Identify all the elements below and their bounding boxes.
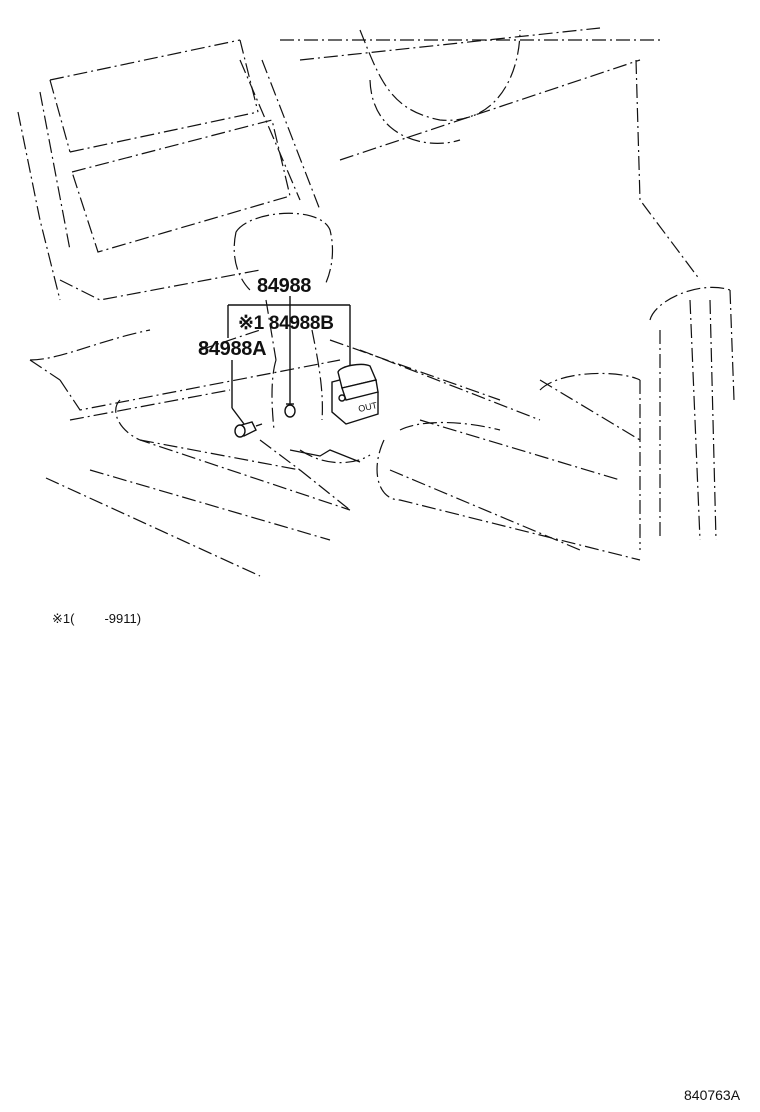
bulb-part [234, 421, 263, 438]
od-switch-part [331, 363, 379, 425]
console-outline [45, 329, 641, 577]
footnote-range: -9911) [104, 611, 142, 626]
footnote-open-paren: ( [70, 611, 75, 626]
armrest-outline [376, 286, 735, 561]
dashboard-outline [17, 27, 701, 381]
footnote: ※1( -9911) [52, 612, 141, 625]
callout-leaders [227, 296, 351, 425]
footnote-mark: ※1 [52, 611, 71, 626]
illustration-code: 840763A [684, 1087, 741, 1103]
callout-main-part-number: 84988 [257, 275, 312, 297]
socket-part [284, 403, 296, 418]
callout-part-number-b: ※1 84988B [238, 313, 334, 334]
shift-lever [233, 212, 334, 431]
callout-part-number-a: 84988A [198, 338, 267, 360]
od-switch-label: OUT [357, 400, 378, 414]
